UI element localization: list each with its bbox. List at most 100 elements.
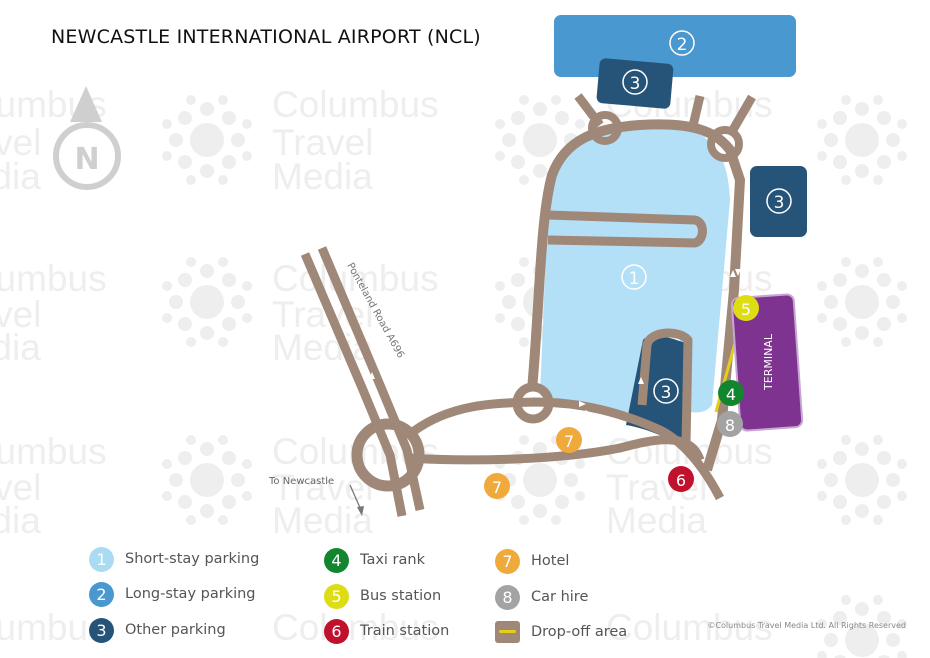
legend-badge: 2: [89, 581, 114, 607]
other-parking-area-east: [750, 166, 807, 237]
legend-badge: 1: [89, 546, 114, 572]
copyright-notice: ©Columbus Travel Media Ltd. All Rights R…: [707, 621, 906, 630]
svg-text:4: 4: [726, 385, 736, 404]
drop-off-swatch-icon: [495, 621, 520, 643]
watermark-logo: [162, 257, 252, 347]
legend-item-taxi-rank: 4 Taxi rank: [324, 547, 425, 573]
arrow-icon: [585, 410, 592, 416]
marker-short-stay-parking[interactable]: 1: [621, 264, 647, 290]
watermark-logo: [817, 435, 907, 525]
marker-hotel[interactable]: 7: [556, 427, 582, 453]
legend-badge: 8: [495, 584, 520, 610]
legend-label: Bus station: [360, 588, 442, 604]
airport-approach-road: [411, 397, 724, 501]
arrow-icon: [369, 372, 375, 379]
watermark-text: Columbus: [0, 431, 107, 472]
marker-other-parking-north[interactable]: 3: [622, 69, 648, 95]
terminal-building: [730, 293, 804, 432]
road-arrows: [350, 269, 741, 416]
legend-label: Long-stay parking: [125, 586, 256, 602]
watermark-text: Travel: [0, 294, 41, 335]
marker-other-parking-central[interactable]: 3: [653, 378, 679, 404]
marker-car-hire[interactable]: 8: [717, 411, 743, 437]
north-arrow-icon: N: [53, 86, 121, 190]
marker-bus-station[interactable]: 5: [733, 295, 759, 321]
legend-label: Train station: [360, 623, 450, 639]
svg-text:3: 3: [661, 383, 672, 403]
legend-badge: 4: [324, 547, 349, 573]
arrow-icon: [638, 377, 644, 384]
map-title: NEWCASTLE INTERNATIONAL AIRPORT (NCL): [51, 26, 481, 48]
legend-label: Car hire: [531, 589, 589, 605]
watermark-text: Columbus: [272, 607, 439, 648]
watermark-text: Media: [0, 327, 41, 368]
svg-text:7: 7: [492, 478, 502, 497]
legend-badge: 7: [495, 548, 520, 574]
svg-text:3: 3: [630, 74, 641, 94]
terminal-label: TERMINAL: [762, 333, 775, 391]
marker-taxi-rank[interactable]: 4: [718, 380, 744, 406]
svg-text:8: 8: [725, 416, 735, 435]
legend-badge: 5: [324, 583, 349, 609]
roundabout-north-east: [707, 126, 743, 162]
watermark-logo: [817, 95, 907, 185]
map-markers: 1 2 3 3 3 4 5: [484, 30, 792, 499]
watermark-text: Travel: [0, 467, 41, 508]
legend-item-long-stay-parking: 2 Long-stay parking: [89, 581, 256, 607]
marker-hotel[interactable]: 7: [484, 473, 510, 499]
watermark-logo: [162, 435, 252, 525]
legend-label: Short-stay parking: [125, 551, 260, 567]
road-network: [300, 93, 756, 517]
legend-label: Taxi rank: [360, 552, 425, 568]
roundabout-west: [351, 418, 425, 492]
legend-item-hotel: 7 Hotel: [495, 548, 569, 574]
airport-exit-road: [409, 435, 705, 465]
legend-label: Other parking: [125, 622, 226, 638]
roundabout-central: [512, 382, 554, 424]
svg-text:3: 3: [774, 193, 785, 213]
watermark-text: Columbus: [606, 607, 773, 648]
svg-text:2: 2: [677, 35, 688, 55]
legend-badge: 3: [89, 617, 114, 643]
north-label: N: [74, 142, 99, 177]
watermark-text: Columbus: [272, 258, 439, 299]
watermark-text: Columbus: [0, 607, 107, 648]
marker-long-stay-parking[interactable]: 2: [669, 30, 695, 56]
car-park-access-road: [547, 210, 707, 248]
svg-text:5: 5: [741, 300, 751, 319]
other-parking-area-north: [596, 58, 674, 109]
watermark-text: Media: [0, 500, 41, 541]
arrow-icon: [735, 269, 741, 276]
marker-train-station[interactable]: 6: [668, 466, 694, 492]
legend-label: Hotel: [531, 553, 570, 569]
watermark-text: Travel: [272, 122, 373, 163]
watermark-text: Media: [0, 156, 41, 197]
legend-item-bus-station: 5 Bus station: [324, 583, 441, 609]
watermark-text: Media: [272, 156, 373, 197]
arrow-icon: [579, 401, 586, 407]
arrow-icon: [730, 270, 736, 277]
to-newcastle-arrow-icon: [349, 484, 362, 511]
watermark-text: Columbus: [272, 84, 439, 125]
svg-text:6: 6: [676, 471, 686, 490]
watermark-logo: [817, 257, 907, 347]
watermark-text: Media: [606, 500, 707, 541]
legend-label: Drop-off area: [531, 624, 628, 640]
svg-text:7: 7: [564, 432, 574, 451]
legend-badge: 6: [324, 618, 349, 644]
long-stay-parking-area: [554, 15, 796, 77]
legend-item-short-stay-parking: 1 Short-stay parking: [89, 546, 259, 572]
legend-item-car-hire: 8 Car hire: [495, 584, 588, 610]
to-newcastle-label: To Newcastle: [268, 476, 334, 487]
marker-other-parking-east[interactable]: 3: [766, 188, 792, 214]
north-spur-road: [687, 94, 705, 132]
legend-item-drop-off-area: Drop-off area: [495, 619, 627, 645]
watermark-text: Media: [272, 500, 373, 541]
watermark-text: Travel: [0, 122, 41, 163]
car-park-loop-road: [637, 328, 693, 446]
watermark-text: Columbus: [0, 258, 107, 299]
arrow-icon: [350, 380, 356, 387]
to-newcastle-arrowhead-icon: [357, 506, 364, 516]
